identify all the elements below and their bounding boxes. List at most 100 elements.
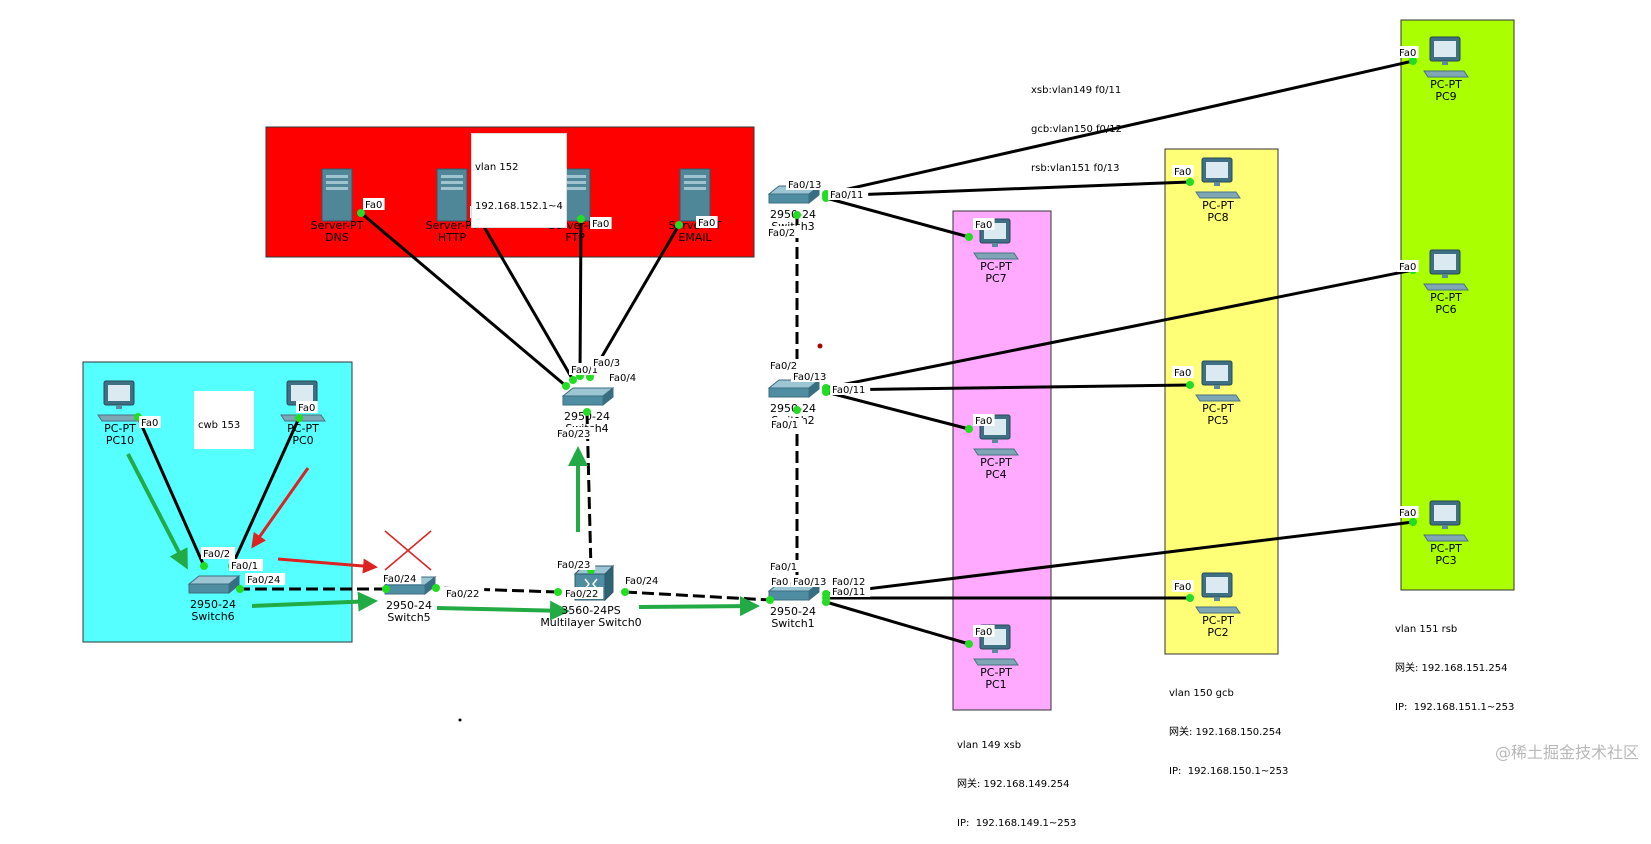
port-label: Fa0/11	[828, 188, 869, 201]
port-label: Fa0	[590, 217, 612, 230]
port-label: Fa0/11	[830, 383, 871, 396]
marker-dot	[817, 343, 823, 349]
link-switch2-pc6[interactable]	[825, 268, 1414, 390]
device-name-label: PC2	[1207, 626, 1228, 639]
vlan151-zone	[1400, 19, 1515, 591]
port-label-text: Fa0/23	[557, 429, 590, 440]
link-switch2-pc5[interactable]	[825, 383, 1191, 392]
device-switch3[interactable]: 2950-24Switch3	[767, 184, 821, 233]
port-label: Fa0	[1397, 260, 1419, 273]
port-label: Fa0/11	[830, 585, 871, 598]
device-name-label: PC7	[985, 272, 1006, 285]
device-model-label: PC-PT	[1202, 199, 1234, 212]
device-name-label: PC1	[985, 678, 1006, 691]
port-dot	[200, 562, 208, 570]
link-mls0-switch1[interactable]	[624, 590, 771, 602]
port-label-text: Fa0/2	[203, 549, 230, 560]
port-label-text: Fa0/13	[793, 372, 826, 383]
link-switch2-pc4[interactable]	[825, 390, 970, 431]
link-http-switch4[interactable]	[474, 212, 575, 381]
port-label: Fa0	[769, 575, 791, 588]
link-switch1-pc1[interactable]	[825, 600, 970, 646]
link-ftp-switch4[interactable]	[578, 218, 583, 377]
port-label: Fa0	[696, 216, 718, 229]
blocked-cross-icon	[384, 530, 432, 571]
port-dot	[1186, 594, 1194, 602]
port-label-text: Fa0/22	[565, 589, 598, 600]
device-model-label: Server-PT	[311, 219, 364, 232]
server-icon	[679, 168, 711, 222]
port-label-text: Fa0/12	[832, 577, 865, 588]
port-label: Fa0	[1172, 580, 1194, 593]
device-model-label: 2950-24	[564, 410, 610, 423]
port-label: Fa0/3	[591, 356, 625, 369]
note-line: vlan 152	[475, 162, 519, 173]
device-name-label: PC3	[1435, 554, 1456, 567]
device-name-label: FTP	[565, 231, 585, 244]
device-model-label: PC-PT	[980, 666, 1012, 679]
port-label: Fa0/1	[768, 560, 802, 573]
pc-icon	[1423, 500, 1469, 542]
port-dot	[382, 585, 390, 593]
note-line: gcb:vlan150 f0/12	[1031, 124, 1122, 135]
port-dot	[675, 221, 683, 229]
port-label-text: Fa0	[975, 220, 992, 231]
note-line: IP: 192.168.149.1~253	[957, 818, 1077, 829]
port-dot	[562, 382, 570, 390]
device-model-label: 2950-24	[190, 598, 236, 611]
device-model-label: PC-PT	[104, 422, 136, 435]
port-label-text: Fa0	[975, 627, 992, 638]
port-label-text: Fa0/24	[383, 574, 416, 585]
port-dot	[1409, 57, 1417, 65]
link-email-switch4[interactable]	[588, 224, 681, 378]
link-switch3-pc9[interactable]	[825, 59, 1414, 196]
port-label-text: Fa0/1	[571, 365, 598, 376]
vlan149-zone	[952, 210, 1052, 711]
link-pc10-switch6[interactable]	[136, 416, 206, 567]
port-label: Fa0/1	[769, 418, 803, 431]
switch-icon	[187, 574, 241, 595]
port-label: Fa0/23	[555, 558, 596, 571]
port-dot	[822, 590, 830, 598]
device-name-label: PC5	[1207, 414, 1228, 427]
device-name-label: HTTP	[438, 231, 467, 244]
device-name-label: Multilayer Switch0	[540, 616, 641, 629]
port-label-text: Fa0	[975, 416, 992, 427]
port-label: Fa0/22	[563, 587, 604, 600]
port-label: Fa0/13	[791, 575, 832, 588]
traffic-arrow	[126, 453, 188, 570]
vlan-map-note: xsb:vlan149 f0/11 gcb:vlan150 f0/12 rsb:…	[1031, 58, 1122, 188]
link-switch3-pc7[interactable]	[825, 196, 970, 239]
link-mls0-switch5[interactable]	[435, 586, 559, 594]
vlan152-note: vlan 152 192.168.152.1~4	[471, 133, 567, 228]
note-line: xsb:vlan149 f0/11	[1031, 85, 1122, 96]
note-line: 网关: 192.168.150.254	[1169, 727, 1282, 738]
link-switch1-pc3[interactable]	[825, 520, 1414, 596]
port-label: Fa0	[296, 401, 318, 414]
pc-icon	[97, 380, 143, 422]
device-name-label: Switch1	[771, 617, 814, 630]
port-dot	[621, 588, 629, 596]
note-line: vlan 151 rsb	[1395, 624, 1458, 635]
link-dns-switch4[interactable]	[360, 211, 567, 388]
link-pc11-switch6[interactable]	[230, 417, 301, 567]
pc-icon	[1423, 249, 1469, 291]
device-model-label: PC-PT	[1430, 542, 1462, 555]
device-model-label: 3560-24PS	[561, 604, 621, 617]
port-label: Fa0/12	[830, 575, 871, 588]
link-switch3-pc8[interactable]	[825, 180, 1191, 198]
port-label-text: Fa0	[1174, 167, 1191, 178]
